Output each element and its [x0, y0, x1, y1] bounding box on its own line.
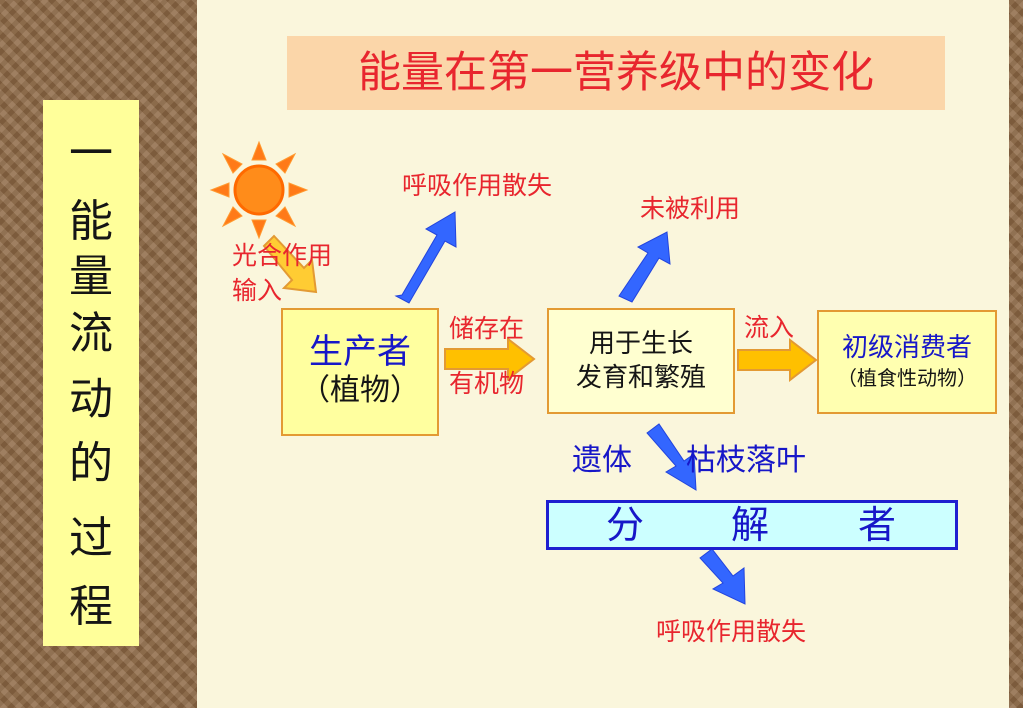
consumer-title: 初级消费者: [841, 333, 972, 363]
side-title-char: 动: [69, 374, 113, 425]
remains-label: 遗体: [572, 443, 632, 478]
stored-in-label-line1: 储存在: [449, 314, 525, 343]
stored-in-label-line2: 有机物: [449, 369, 525, 398]
decomposer-char: 解: [731, 503, 770, 547]
respiration-arrow-bottom: [699, 548, 746, 605]
primary-consumer-box: 初级消费者 （植食性动物）: [817, 310, 997, 414]
photosynthesis-arrow: [262, 234, 318, 294]
producer-subtitle: （植物）: [300, 373, 420, 408]
side-title-char: 一: [69, 128, 113, 179]
consumer-subtitle: （植食性动物）: [837, 366, 977, 390]
photosynthesis-input-label-line2: 输入: [232, 276, 283, 305]
side-title: 一 能 量 流 动 的 过 程: [43, 100, 139, 646]
respiration-arrow-top: [394, 211, 457, 304]
decomposer-char: 分: [606, 503, 645, 547]
side-title-char: 流: [69, 308, 113, 359]
growth-reproduction-box: 用于生长 发育和繁殖: [547, 308, 735, 414]
growth-box-line2: 发育和繁殖: [575, 363, 706, 393]
respiration-loss-top-label: 呼吸作用散失: [402, 171, 553, 200]
unused-label: 未被利用: [640, 194, 741, 223]
main-title: 能量在第一营养级中的变化: [287, 36, 945, 110]
wood-border-right: [1009, 0, 1023, 708]
flow-in-arrow: [737, 337, 818, 383]
sun-icon: [209, 140, 309, 240]
side-title-char: 能: [69, 196, 113, 247]
decomposer-char: 者: [858, 503, 897, 547]
side-title-char: 程: [69, 581, 113, 632]
flow-in-label: 流入: [744, 313, 795, 342]
unused-arrow: [618, 231, 671, 303]
side-title-char: 过: [69, 513, 113, 564]
producer-box: 生产者 （植物）: [281, 308, 439, 436]
storage-arrow: [444, 336, 536, 382]
side-title-char: 的: [69, 438, 113, 489]
growth-box-line1: 用于生长: [588, 329, 693, 359]
side-title-char: 量: [69, 251, 113, 302]
respiration-loss-bottom-label: 呼吸作用散失: [656, 617, 807, 646]
remains-arrow: [646, 423, 697, 491]
photosynthesis-input-label-line1: 光合作用: [232, 241, 333, 270]
decomposer-box: 分 解 者: [546, 500, 958, 550]
fallen-branches-label: 枯枝落叶: [686, 443, 806, 478]
producer-title: 生产者: [309, 332, 411, 372]
